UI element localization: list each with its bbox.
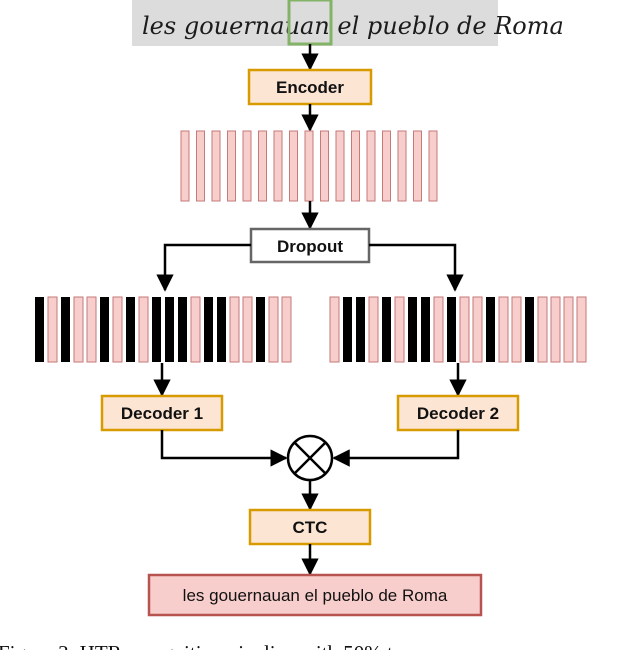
figure-caption: Figure 3: HTR recognition pipeline with … [0,641,447,650]
decoder2-input-feature-vector [563,296,574,363]
dropout-box: Dropout [249,227,371,264]
dropout-label: Dropout [277,237,343,256]
decoder1-input-feature-vector [190,296,201,363]
input-image-background [132,0,498,46]
decoder1-input-feature-vector [268,296,279,363]
decoder2-input-feature-vector [368,296,379,363]
encoded-feature-vector [180,130,190,202]
decoder1-input-feature-vector [86,296,97,363]
decoder1-input-dropped-vector [165,297,174,362]
decoder1-input-sequence [35,296,292,363]
encoded-feature-vector [273,130,283,202]
decoder2-input-dropped-vector [421,297,430,362]
decoder2-input-dropped-vector [525,297,534,362]
encoded-feature-vector [335,130,345,202]
output-box: les gouernauan el pueblo de Roma [147,573,483,617]
decoder2-input-feature-vector [459,296,470,363]
arrow-decoder1-to-merge [160,430,288,467]
decoder2-input-feature-vector [433,296,444,363]
decoder2-input-feature-vector [511,296,522,363]
decoder1-input-dropped-vector [217,297,226,362]
encoded-feature-vector [258,130,267,202]
decoder1-input-dropped-vector [152,297,161,362]
decoder2-input-feature-vector [472,296,483,363]
encoder-box-frame [247,68,373,106]
decoder1-input-dropped-vector [204,297,213,362]
decoder2-input-dropped-vector [343,297,352,362]
decoder1-input-dropped-vector [35,297,44,362]
decoder2-input-dropped-vector [486,297,495,362]
decoder1-input-dropped-vector [61,297,70,362]
encoded-feature-vector [382,130,391,202]
decoder2-box: Decoder 2 [396,394,520,432]
decoder2-input-dropped-vector [382,297,391,362]
decoder1-input-feature-vector [112,296,123,363]
decoder1-input-feature-vector [138,296,149,363]
input-handwriting-text: les gouernauan el pueblo de Roma [142,12,564,40]
input-handwriting-image: les gouernauan el pueblo de Roma [132,0,564,46]
arrow-dropout-to-branch1 [156,243,251,292]
decoder2-input-feature-vector [537,296,548,363]
decoder2-input-feature-vector [576,296,587,363]
encoded-feature-vector [428,130,438,202]
decoder2-input-sequence [329,296,587,363]
output-box-frame [147,573,483,617]
encoded-feature-vector [196,130,205,202]
decoder1-input-feature-vector [47,296,58,363]
encoded-feature-vector [351,130,360,202]
decoder2-input-feature-vector [394,296,405,363]
encoded-feature-vector [304,130,314,202]
encoded-feature-vector [413,130,422,202]
encoded-feature-vector [366,130,376,202]
encoded-feature-vector [289,130,298,202]
decoder1-input-feature-vector [229,296,240,363]
decoder2-input-dropped-vector [408,297,417,362]
encoder-box: Encoder [247,68,373,106]
merge-multiply-node [286,434,334,482]
decoder1-label: Decoder 1 [121,404,203,423]
output-text: les gouernauan el pueblo de Roma [183,586,448,605]
decoder1-input-feature-vector [242,296,253,363]
encoder-label: Encoder [276,78,344,97]
encoded-feature-vector [320,130,329,202]
decoder1-box: Decoder 1 [100,394,224,432]
decoder2-input-dropped-vector [356,297,365,362]
encoded-feature-sequence [180,130,438,202]
decoder1-input-dropped-vector [126,297,135,362]
ctc-box: CTC [248,508,372,546]
decoder1-input-dropped-vector [100,297,109,362]
encoded-feature-vector [227,130,236,202]
encoded-feature-vector [397,130,407,202]
encoded-feature-vector [211,130,221,202]
arrow-decoder2-to-merge [332,430,460,467]
decoder2-input-dropped-vector [447,297,456,362]
decoder1-input-feature-vector [281,296,292,363]
decoder2-input-feature-vector [498,296,509,363]
merge-node-cross-b [293,441,327,475]
decoder2-input-feature-vector [550,296,561,363]
decoder2-input-feature-vector [329,296,340,363]
ctc-label: CTC [293,518,328,537]
decoder2-label: Decoder 2 [417,404,499,423]
decoder1-input-feature-vector [73,296,84,363]
arrow-dropout-to-branch2 [369,243,464,292]
decoder1-input-dropped-vector [178,297,187,362]
encoded-feature-vector [242,130,252,202]
decoder1-input-dropped-vector [256,297,265,362]
